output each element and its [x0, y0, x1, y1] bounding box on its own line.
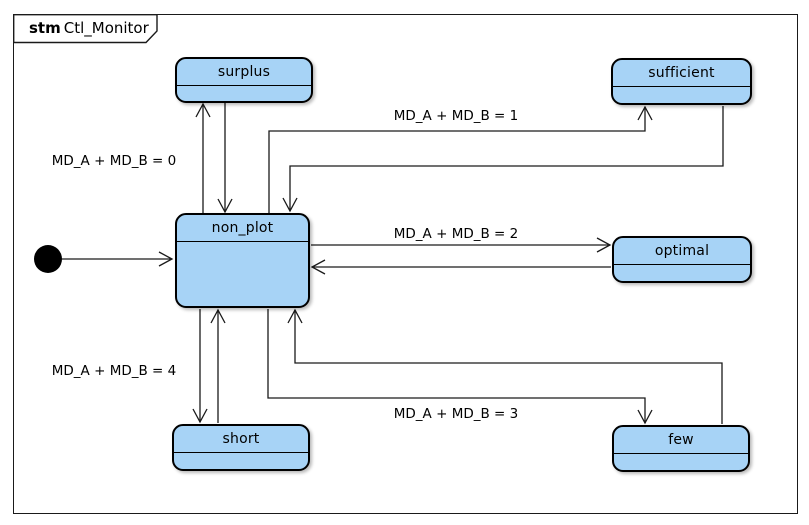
transition-sufficient-to-nonplot[interactable] — [282, 106, 724, 213]
transition-short-to-nonplot[interactable] — [210, 308, 226, 423]
transition-nonplot-to-short[interactable] — [192, 309, 208, 424]
state-surplus-compartment — [177, 85, 311, 101]
frame-name: Ctl_Monitor — [63, 19, 149, 37]
initial-state[interactable] — [34, 245, 174, 273]
diagram-frame — [13, 14, 798, 514]
state-few-label: few — [668, 432, 694, 448]
state-short-label: short — [222, 431, 260, 447]
transition-few-to-nonplot[interactable] — [287, 308, 723, 424]
state-optimal-label: optimal — [654, 243, 710, 259]
transition-label-md0: MD_A + MD_B = 0 — [51, 153, 177, 169]
state-few-compartment — [614, 453, 748, 470]
transition-label-md2: MD_A + MD_B = 2 — [393, 226, 519, 242]
state-optimal-compartment — [614, 264, 750, 281]
state-sufficient-compartment — [613, 86, 750, 103]
transition-nonplot-to-surplus[interactable] — [195, 102, 211, 214]
state-non-plot-label: non_plot — [211, 220, 274, 236]
state-non-plot-compartment — [177, 241, 308, 306]
state-sufficient[interactable]: sufficient — [611, 58, 752, 105]
state-surplus[interactable]: surplus — [175, 57, 313, 103]
state-short-compartment — [174, 452, 308, 469]
state-sufficient-label: sufficient — [648, 65, 715, 81]
state-surplus-label: surplus — [217, 64, 271, 80]
transition-label-md3: MD_A + MD_B = 3 — [393, 406, 519, 422]
state-few[interactable]: few — [612, 425, 750, 472]
frame-keyword: stm — [29, 19, 61, 37]
state-non-plot[interactable]: non_plot — [175, 213, 310, 308]
transition-optimal-to-nonplot[interactable] — [310, 259, 611, 275]
transition-surplus-to-nonplot[interactable] — [217, 103, 233, 214]
frame-tab — [12, 13, 158, 44]
transition-nonplot-to-optimal[interactable] — [311, 237, 612, 253]
state-optimal[interactable]: optimal — [612, 236, 752, 283]
transition-label-md1: MD_A + MD_B = 1 — [393, 108, 519, 124]
transition-nonplot-to-few[interactable] — [267, 309, 653, 425]
transition-nonplot-to-sufficient[interactable] — [268, 105, 653, 214]
transition-label-md4: MD_A + MD_B = 4 — [51, 363, 177, 379]
state-short[interactable]: short — [172, 424, 310, 471]
